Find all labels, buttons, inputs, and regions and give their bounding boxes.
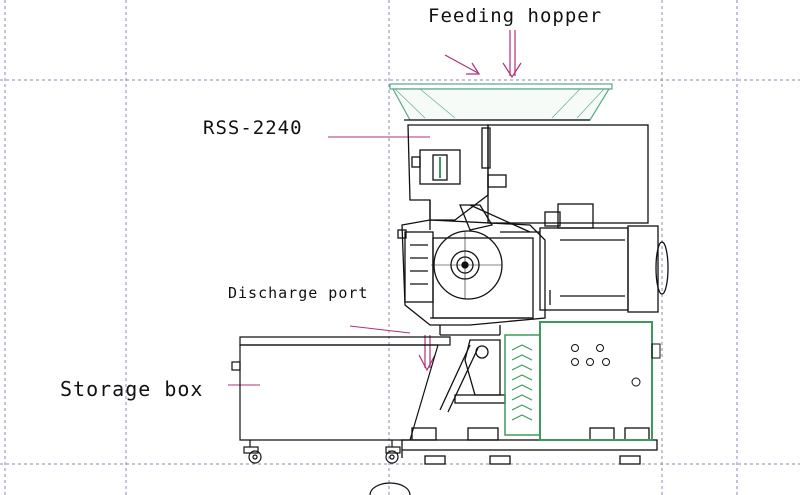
- storage-box: [231, 336, 451, 464]
- machine-body: [404, 119, 649, 233]
- leader-lines: [228, 136, 430, 386]
- motor: [539, 203, 669, 313]
- feeding-hopper-label: Feeding hopper: [428, 5, 603, 27]
- support-frame: [401, 339, 658, 465]
- feeding-hopper: [389, 83, 613, 121]
- model-label: RSS-2240: [203, 117, 303, 139]
- crusher-chamber: [397, 219, 546, 336]
- control-box: [504, 321, 661, 441]
- feed-arrows: [444, 30, 522, 79]
- discharge-port-label: Discharge port: [228, 284, 369, 302]
- bottom-partial-part: [369, 482, 411, 495]
- discharge-arrow: [418, 335, 436, 372]
- storage-box-label: Storage box: [60, 377, 204, 401]
